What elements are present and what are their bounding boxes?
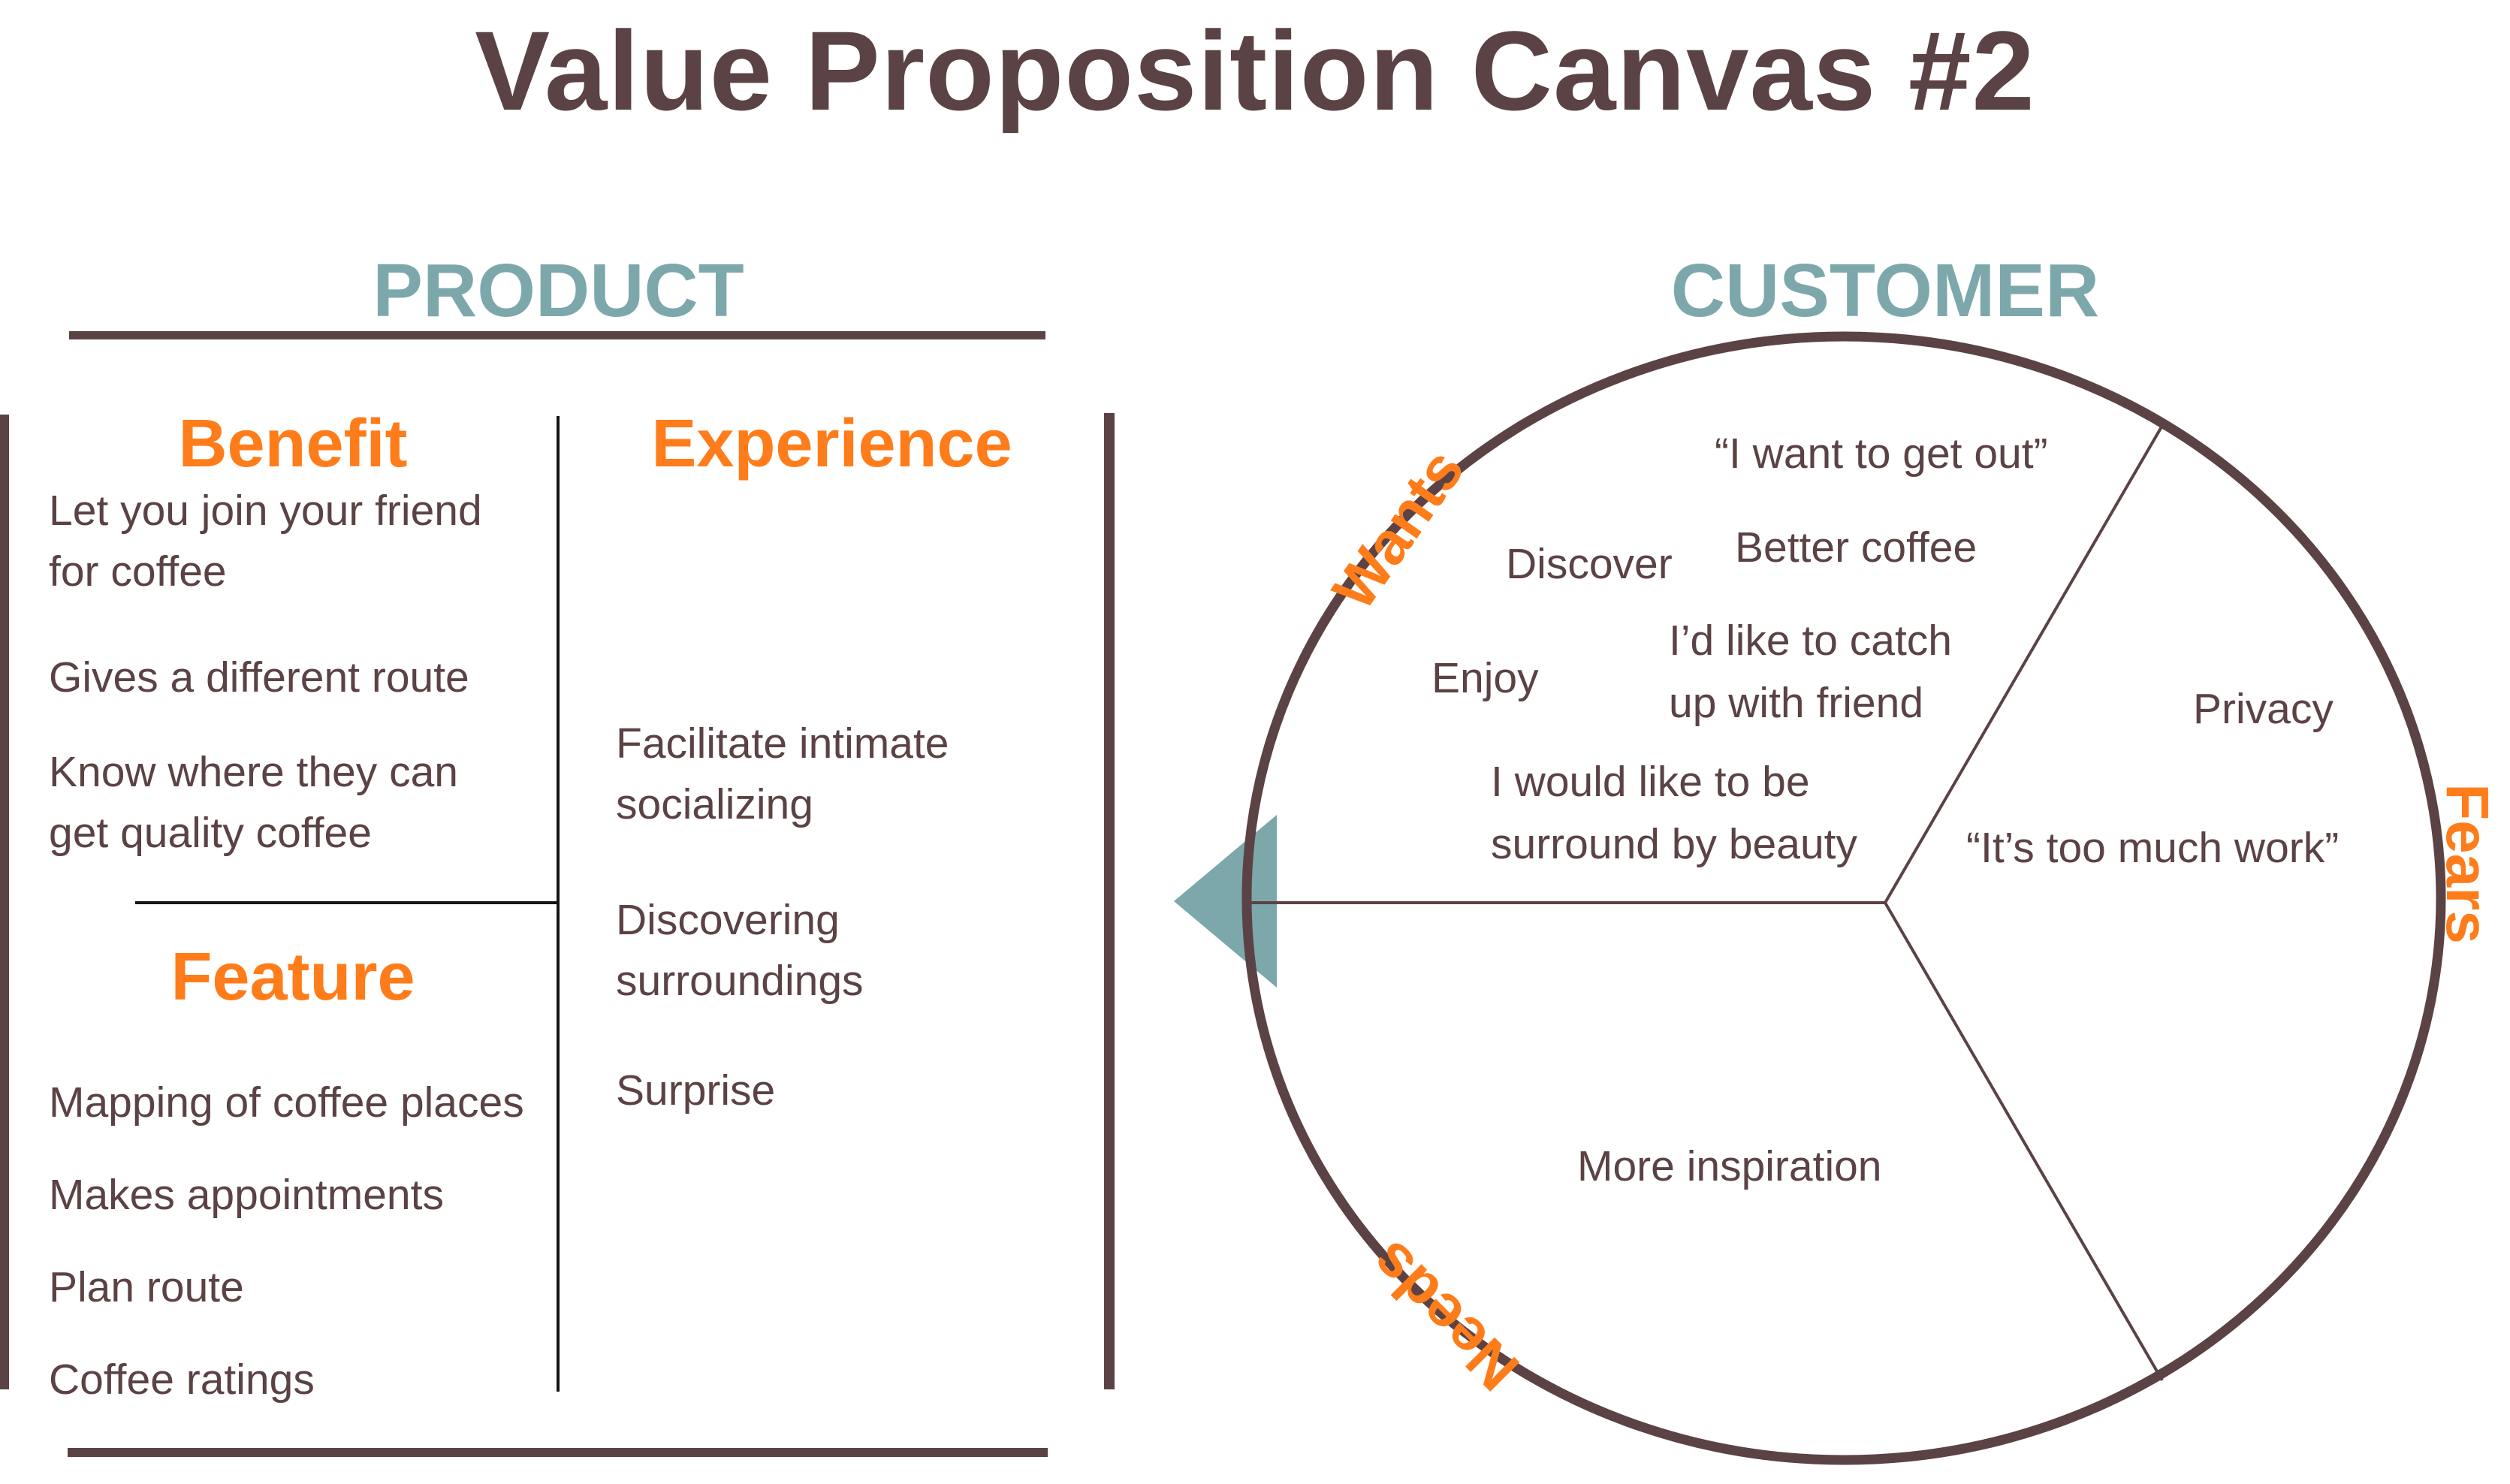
benefit-heading: Benefit	[178, 406, 408, 481]
customer-circle	[1241, 331, 2446, 1465]
feature-heading: Feature	[170, 940, 415, 1015]
feature-item: Mapping of coffee places	[49, 1078, 524, 1127]
product-right-border	[1104, 413, 1115, 1389]
fears-note: “It’s too much work”	[1966, 824, 2340, 872]
wants-note: I would like to be surround by beauty	[1491, 758, 1857, 868]
wants-note: Discover	[1506, 540, 1673, 588]
sector-divider-wants-fears	[1884, 423, 2165, 904]
experience-heading: Experience	[651, 406, 1012, 481]
benefit-item: Let you join your friend for coffee	[49, 487, 482, 596]
fears-sector-label: Fears	[2434, 783, 2501, 944]
sector-divider-fears-needs	[1884, 901, 2164, 1382]
benefit-item: Gives a different route	[49, 653, 469, 701]
feature-item: Coffee ratings	[49, 1356, 315, 1404]
product-top-rule	[69, 331, 1045, 339]
experience-item: Surprise	[616, 1066, 776, 1115]
product-section-header: PRODUCT	[373, 249, 744, 333]
wants-note: Enjoy	[1431, 654, 1539, 702]
fears-note: Privacy	[2193, 685, 2334, 733]
product-column-divider	[557, 416, 560, 1392]
experience-item: Facilitate intimate socializing	[616, 719, 949, 828]
wants-note: I’d like to catch up with friend	[1669, 617, 1953, 727]
product-left-border	[0, 415, 9, 1389]
wants-note: “I want to get out”	[1715, 430, 2048, 478]
page-title: Value Proposition Canvas #2	[475, 8, 2035, 134]
benefit-feature-divider	[135, 901, 558, 904]
product-bottom-rule	[68, 1448, 1048, 1457]
experience-item: Discovering surroundings	[616, 896, 864, 1005]
feature-item: Makes appointments	[49, 1171, 444, 1219]
feature-item: Plan route	[49, 1263, 244, 1311]
customer-section-header: CUSTOMER	[1670, 249, 2100, 333]
wants-note: Better coffee	[1735, 523, 1978, 572]
needs-note: More inspiration	[1577, 1142, 1882, 1190]
benefit-item: Know where they can get quality coffee	[49, 748, 458, 857]
